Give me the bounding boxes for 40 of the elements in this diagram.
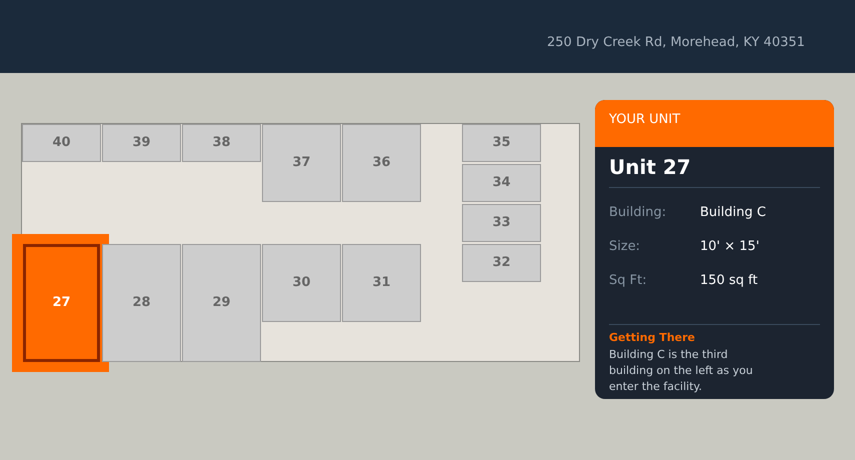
storage-unit [22,124,101,162]
address-text: 250 Dry Creek Rd, Morehead, KY 40351 [547,34,805,52]
storage-unit [342,244,421,322]
unit-number: 28 [132,294,151,312]
unit-info-card [595,100,834,399]
field-value: 150 sq ft [700,272,758,290]
field-label: Sq Ft: [609,272,648,290]
unit-number: 38 [212,134,231,152]
selected-unit [23,244,100,362]
unit-number: 29 [212,294,231,312]
storage-unit [102,124,181,162]
unit-number: 33 [492,214,511,232]
field-label: Size: [609,238,642,256]
field-value: 10' × 15' [700,238,760,256]
unit-number: 34 [492,174,511,192]
card-eyebrow: YOUR UNIT [609,112,680,127]
unit-number: 32 [492,254,511,272]
unit-number: 31 [372,274,391,292]
storage-unit [462,244,541,282]
unit-number: 36 [372,154,391,172]
field-value: Building C [700,204,766,222]
storage-unit [262,244,341,322]
unit-number: 35 [492,134,511,152]
field-label: Building: [609,204,668,222]
unit-number: 40 [52,134,71,152]
storage-unit [462,204,541,242]
unit-number: 30 [292,274,311,292]
storage-unit [102,244,181,362]
unit-title: Unit 27 [609,147,820,188]
unit-number: 27 [52,294,71,312]
directions-text: Building C is the third building on the left as you enter the facility. [609,346,754,394]
storage-unit [462,164,541,202]
storage-unit [262,124,341,202]
storage-unit [462,124,541,162]
section-heading: Getting There [609,330,696,346]
unit-number: 37 [292,154,311,172]
storage-unit [342,124,421,202]
unit-number: 39 [132,134,151,152]
storage-unit [182,124,261,162]
storage-unit [182,244,261,362]
